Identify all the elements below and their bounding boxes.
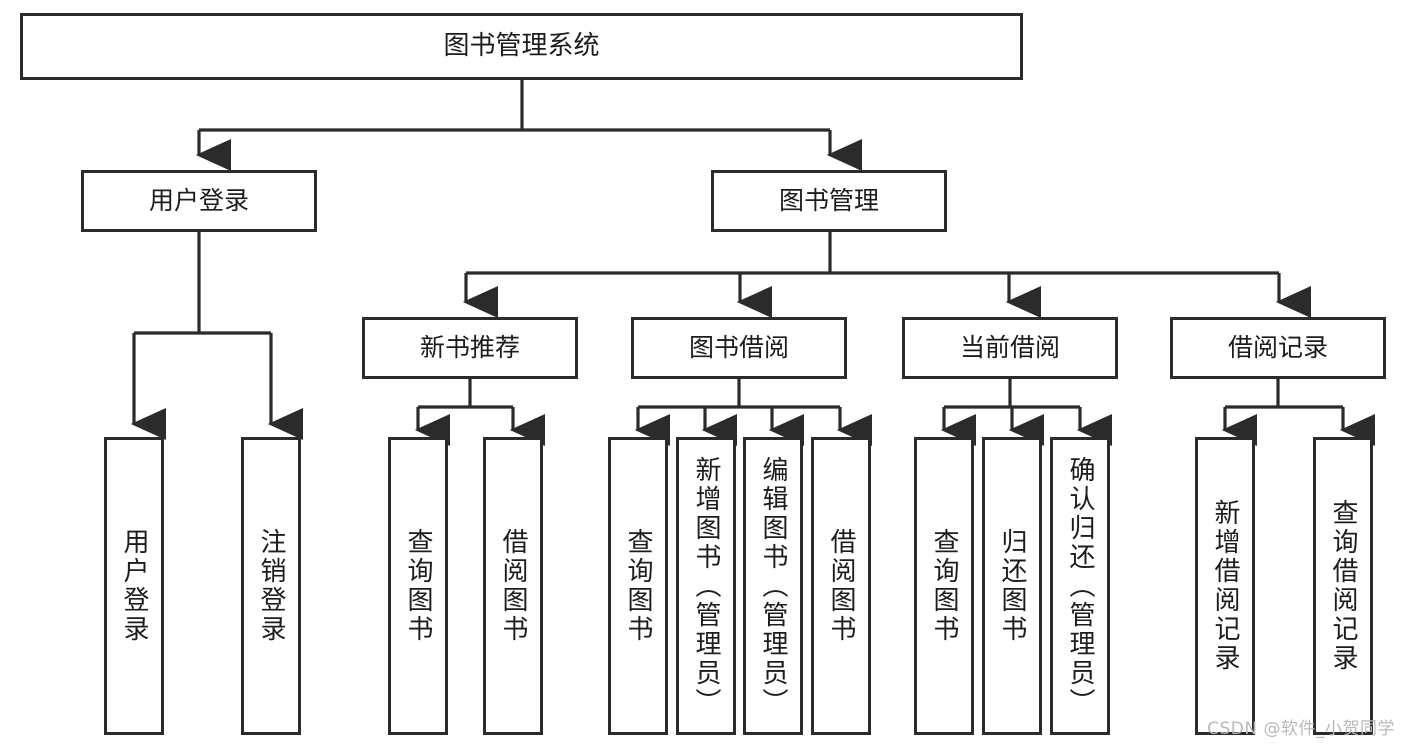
node-label: 用户登录 (119, 528, 149, 644)
node-label: 编辑图书（管理员） (758, 455, 788, 717)
leaf-current-borrow-return[interactable]: 归还图书 (982, 437, 1042, 735)
node-label: 查询图书 (929, 528, 959, 644)
node-label: 借阅图书 (498, 528, 528, 644)
node-label: 归还图书 (997, 528, 1027, 644)
node-label: 注销登录 (256, 528, 286, 644)
node-label: 图书借阅 (688, 333, 789, 363)
node-label: 图书管理系统 (443, 31, 600, 62)
node-label: 用户登录 (148, 186, 249, 216)
node-label: 查询借阅记录 (1328, 499, 1358, 673)
node-label: 新增图书（管理员） (691, 455, 721, 717)
node-label: 查询图书 (403, 528, 433, 644)
leaf-book-borrow-add[interactable]: 新增图书（管理员） (676, 437, 736, 735)
node-label: 新增借阅记录 (1210, 499, 1240, 673)
leaf-borrow-record-add[interactable]: 新增借阅记录 (1195, 437, 1255, 735)
node-label: 查询图书 (623, 528, 653, 644)
leaf-book-borrow-borrow[interactable]: 借阅图书 (811, 437, 871, 735)
leaf-current-borrow-query[interactable]: 查询图书 (914, 437, 974, 735)
node-new-book-recommend[interactable]: 新书推荐 (362, 317, 578, 379)
node-label: 当前借阅 (959, 333, 1060, 363)
node-user-login[interactable]: 用户登录 (81, 170, 317, 232)
leaf-new-book-borrow[interactable]: 借阅图书 (483, 437, 543, 735)
leaf-user-login-logout[interactable]: 注销登录 (241, 437, 301, 735)
leaf-current-borrow-confirm-return[interactable]: 确认归还（管理员） (1050, 437, 1110, 735)
node-root-book-management-system[interactable]: 图书管理系统 (20, 13, 1023, 80)
leaf-book-borrow-query[interactable]: 查询图书 (608, 437, 668, 735)
node-label: 新书推荐 (419, 333, 520, 363)
node-label: 借阅记录 (1227, 333, 1328, 363)
node-book-borrow[interactable]: 图书借阅 (631, 317, 847, 379)
node-book-management[interactable]: 图书管理 (711, 170, 947, 232)
node-current-borrow[interactable]: 当前借阅 (902, 317, 1118, 379)
node-label: 图书管理 (778, 186, 879, 216)
leaf-borrow-record-query[interactable]: 查询借阅记录 (1313, 437, 1373, 735)
node-label: 借阅图书 (826, 528, 856, 644)
leaf-user-login-login[interactable]: 用户登录 (104, 437, 164, 735)
node-label: 确认归还（管理员） (1065, 455, 1095, 717)
node-borrow-record[interactable]: 借阅记录 (1170, 317, 1386, 379)
leaf-book-borrow-edit[interactable]: 编辑图书（管理员） (743, 437, 803, 735)
leaf-new-book-query[interactable]: 查询图书 (388, 437, 448, 735)
watermark-text: CSDN @软件_小贺同学 (1207, 719, 1395, 739)
